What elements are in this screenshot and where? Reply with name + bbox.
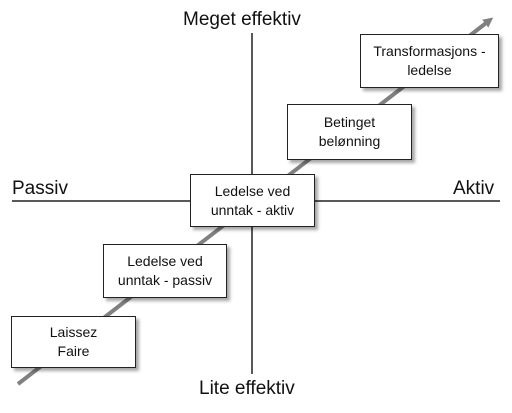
axis-label-bottom: Lite effektiv [199,378,295,399]
style-line-2: Faire [57,343,90,359]
style-line-1: Ledelse ved [214,182,291,199]
style-line-2: unntak - aktiv [210,201,295,218]
axis-label-right: Aktiv [453,178,495,199]
style-line-1: Transformasjons - [373,43,486,59]
style-box-laissez-faire: Laissez Faire [11,316,136,368]
style-box-mbe-active: Ledelse ved unntak - aktiv [190,174,315,227]
axis-label-left: Passiv [12,178,68,199]
style-box-contingent-reward: Betinget belønning [287,104,412,160]
style-box-transformational: Transformasjons - ledelse [360,34,499,88]
style-line-1: Ledelse ved [127,253,203,269]
style-line-2: unntak - passiv [117,272,213,288]
style-line-2: belønning [318,133,381,149]
style-line-2: ledelse [407,62,452,78]
axis-label-top: Meget effektiv [183,9,301,30]
style-line-1: Laissez [49,324,98,340]
style-line-1: Betinget [323,114,376,130]
style-box-mbe-passive: Ledelse ved unntak - passiv [103,244,227,298]
